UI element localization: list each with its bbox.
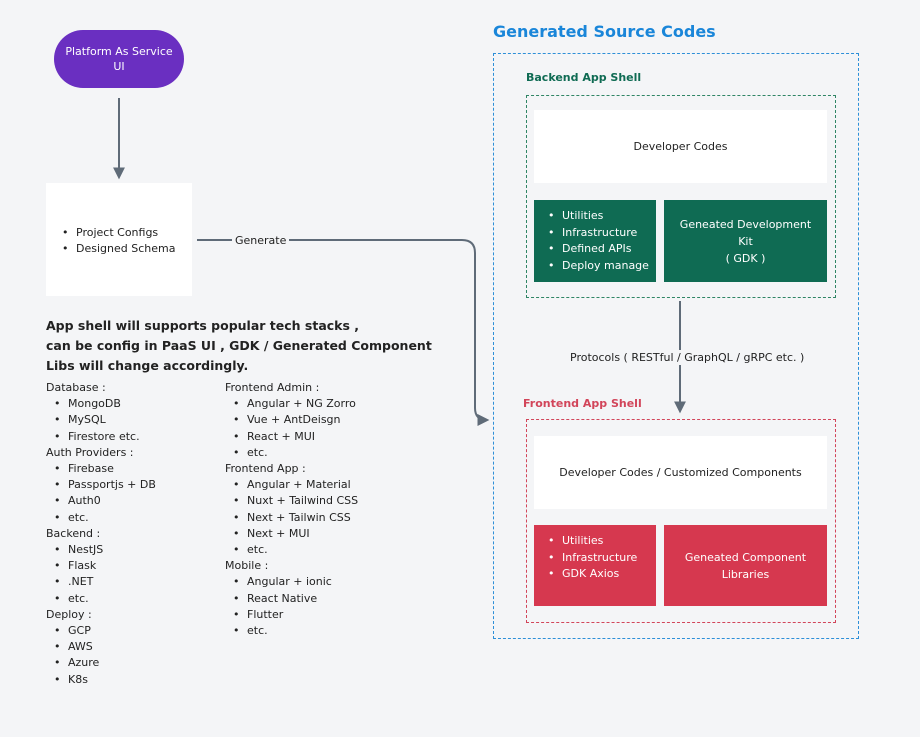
stack-item: etc. — [233, 623, 358, 639]
backend-feature-item: Infrastructure — [548, 225, 656, 242]
stack-item: K8s — [54, 672, 156, 688]
stack-item: MySQL — [54, 412, 156, 428]
frontend-developer-codes: Developer Codes / Customized Components — [534, 436, 827, 509]
protocols-label: Protocols ( RESTful / GraphQL / gRPC etc… — [566, 350, 809, 365]
stack-item: Passportjs + DB — [54, 477, 156, 493]
backend-feature-item: Defined APIs — [548, 241, 656, 258]
generate-arrow — [197, 239, 490, 426]
frontend-shell-label: Frontend App Shell — [523, 397, 642, 410]
stack-item: React + MUI — [233, 429, 358, 445]
stack-item: .NET — [54, 574, 156, 590]
project-config-box: Project Configs Designed Schema — [46, 183, 192, 296]
backend-developer-label: Developer Codes — [633, 140, 728, 153]
stack-item: GCP — [54, 623, 156, 639]
tech-stacks-left: Database : MongoDB MySQL Firestore etc. … — [46, 380, 156, 688]
paas-ui-node: Platform As Service UI — [54, 30, 184, 88]
stack-database: Database : MongoDB MySQL Firestore etc. — [46, 380, 156, 445]
stack-item: Angular + Material — [233, 477, 358, 493]
stack-item: Next + MUI — [233, 526, 358, 542]
stack-item: React Native — [233, 591, 358, 607]
stack-item: etc. — [233, 542, 358, 558]
stack-backend: Backend : NestJS Flask .NET etc. — [46, 526, 156, 607]
stack-group-title: Backend : — [46, 526, 101, 540]
generate-label: Generate — [232, 234, 290, 247]
frontend-features-tile: Utilities Infrastructure GDK Axios — [534, 525, 656, 606]
stack-item: etc. — [233, 445, 358, 461]
stack-frontend-admin: Frontend Admin : Angular + NG Zorro Vue … — [225, 380, 358, 461]
stack-group-title: Frontend Admin : — [225, 381, 320, 394]
frontend-feature-item: Utilities — [548, 533, 656, 550]
stack-group-title: Deploy : — [46, 607, 92, 621]
component-libraries-label: Geneated Component Libraries — [684, 550, 807, 581]
gdk-label: Geneated Development Kit ( GDK ) — [679, 217, 812, 265]
stack-item: etc. — [54, 591, 156, 607]
stack-item: Angular + NG Zorro — [233, 396, 358, 412]
stack-deploy: Deploy : GCP AWS Azure K8s — [46, 607, 156, 688]
stack-item: Next + Tailwin CSS — [233, 510, 358, 526]
stack-item: Vue + AntDeisgn — [233, 412, 358, 428]
frontend-feature-item: Infrastructure — [548, 550, 656, 567]
stack-mobile: Mobile : Angular + ionic React Native Fl… — [225, 558, 358, 639]
stack-item: NestJS — [54, 542, 156, 558]
frontend-shell — [526, 419, 836, 623]
backend-shell — [526, 95, 836, 298]
stack-item: Azure — [54, 655, 156, 671]
stack-item: Angular + ionic — [233, 574, 358, 590]
gdk-tile: Geneated Development Kit ( GDK ) — [664, 200, 827, 282]
stack-group-title: Auth Providers : — [46, 445, 134, 459]
backend-developer-codes: Developer Codes — [534, 110, 827, 183]
stack-group-title: Frontend App : — [225, 462, 306, 476]
backend-features-tile: Utilities Infrastructure Defined APIs De… — [534, 200, 656, 282]
stack-item: Nuxt + Tailwind CSS — [233, 493, 358, 509]
stack-item: MongoDB — [54, 396, 156, 412]
stack-item: AWS — [54, 639, 156, 655]
frontend-developer-label: Developer Codes / Customized Components — [559, 466, 802, 479]
backend-shell-label: Backend App Shell — [526, 71, 642, 84]
tech-stack-note: App shell will supports popular tech sta… — [46, 316, 456, 376]
stack-auth-providers: Auth Providers : Firebase Passportjs + D… — [46, 445, 156, 526]
config-item-project-configs: Project Configs — [62, 225, 192, 241]
stack-group-title: Mobile : — [225, 559, 269, 573]
tech-stacks-right: Frontend Admin : Angular + NG Zorro Vue … — [225, 380, 358, 639]
stack-group-title: Database : — [46, 381, 106, 394]
paas-ui-label: Platform As Service UI — [65, 45, 173, 73]
generated-source-container — [493, 53, 859, 639]
stack-item: etc. — [54, 510, 156, 526]
component-libraries-tile: Geneated Component Libraries — [664, 525, 827, 606]
frontend-feature-item: GDK Axios — [548, 566, 656, 583]
stack-item: Auth0 — [54, 493, 156, 509]
tech-stack-note-text: App shell will supports popular tech sta… — [46, 318, 432, 373]
config-list: Project Configs Designed Schema — [62, 225, 192, 257]
backend-feature-item: Deploy manage — [548, 258, 656, 275]
stack-frontend-app: Frontend App : Angular + Material Nuxt +… — [225, 461, 358, 558]
stack-item: Firestore etc. — [54, 429, 156, 445]
generated-source-title: Generated Source Codes — [493, 22, 716, 41]
config-item-designed-schema: Designed Schema — [62, 241, 192, 257]
stack-item: Flutter — [233, 607, 358, 623]
backend-feature-item: Utilities — [548, 208, 656, 225]
stack-item: Firebase — [54, 461, 156, 477]
stack-item: Flask — [54, 558, 156, 574]
